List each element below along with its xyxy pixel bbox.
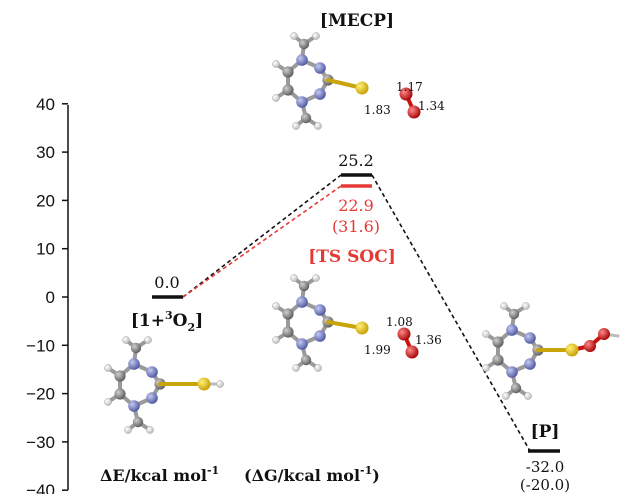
y-tick-label: 40 [36,95,55,114]
y-axis: 40 30 20 10 0 −10 −20 −30 −40 [26,95,69,494]
delta-e-unit: ΔE/kcal mol-1 [100,464,219,485]
reactant-structure [102,334,224,436]
path-to-mecp [182,174,342,298]
mecp-structure [270,30,421,132]
mecp-oo-distance: 1.34 [418,99,445,113]
y-tick-label: −10 [26,336,55,355]
mecp-label: [MECP] [320,11,394,31]
ts-soc-free-energy: (31.6) [332,217,380,236]
product-energy: -32.0 [526,458,564,476]
y-tick-label: −40 [26,481,55,494]
mecp-energy: 25.2 [338,151,374,170]
y-tick-label: −20 [26,385,55,404]
reactant-label: [1+3O2] [131,309,203,334]
y-tick-label: 30 [36,143,55,162]
ts-oo-distance: 1.36 [415,333,442,347]
product-free-energy: (-20.0) [520,476,570,494]
ts-soc-energy: 22.9 [338,196,374,215]
y-tick-label: 10 [36,240,55,259]
y-tick-label: −30 [26,433,55,452]
ts-soc-label: [TS SOC] [308,247,396,267]
delta-g-unit: (ΔG/kcal mol-1) [244,464,380,485]
y-tick-label: 20 [36,191,55,210]
ts-so-distance: 1.08 [386,315,413,329]
mecp-so-distance: 1.17 [396,80,423,94]
y-axis-ticks: 40 30 20 10 0 −10 −20 −30 −40 [26,95,68,494]
mecp-cs-distance: 1.83 [364,103,391,117]
ts-soc-structure [270,272,419,374]
ts-cs-distance: 1.99 [364,343,391,357]
product-structure [480,300,620,402]
product-label: [P] [531,422,560,442]
y-tick-label: 0 [46,288,55,307]
path-to-product [371,174,531,452]
reactant-energy: 0.0 [154,273,179,292]
